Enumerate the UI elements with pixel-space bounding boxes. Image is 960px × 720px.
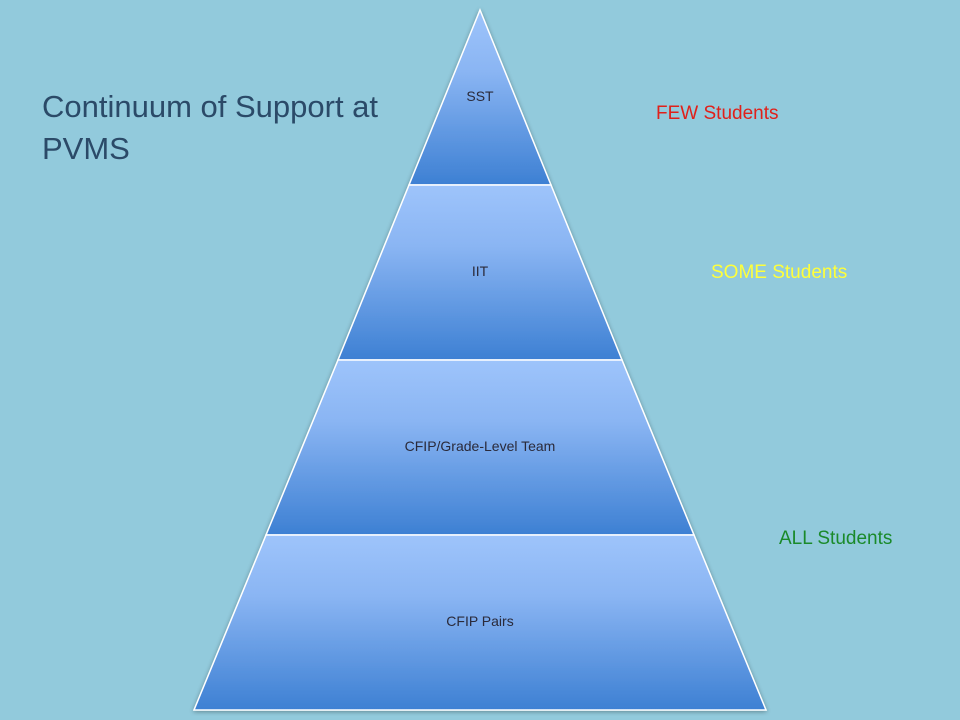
- audience-label-few: FEW Students: [656, 103, 779, 124]
- pyramid-tier-cfip-pairs: [192, 534, 768, 711]
- tier-label-sst: SST: [466, 88, 494, 104]
- tier-label-iit: IIT: [472, 263, 489, 279]
- tier-label-cfip-grade-level-team: CFIP/Grade-Level Team: [405, 438, 556, 454]
- audience-label-all: ALL Students: [779, 528, 893, 549]
- audience-label-some: SOME Students: [711, 262, 848, 283]
- slide-title: Continuum of Support at PVMS: [42, 89, 379, 166]
- tier-label-cfip-pairs: CFIP Pairs: [446, 613, 513, 629]
